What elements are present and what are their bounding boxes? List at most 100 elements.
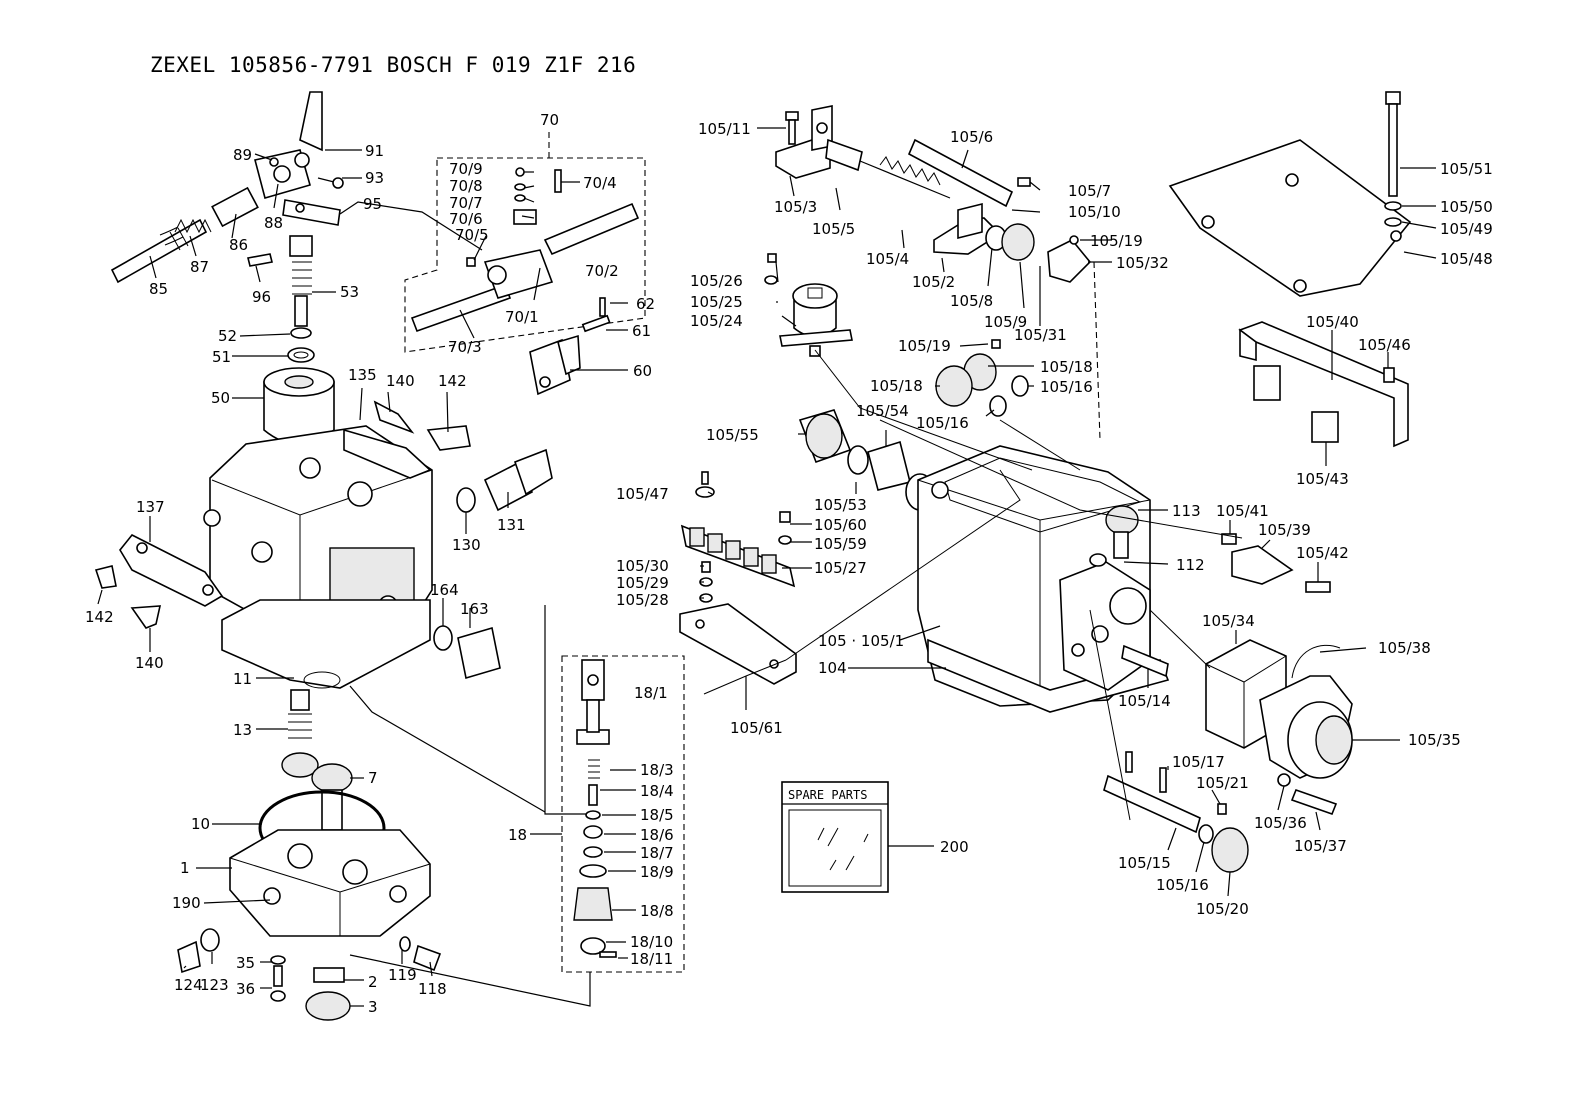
label-70-7: 70/7: [449, 194, 483, 212]
link-60-group: [529, 297, 611, 396]
label-105-5: 105/5: [812, 220, 855, 238]
label-105-39: 105/39: [1258, 521, 1311, 539]
label-105-54: 105/54: [856, 402, 909, 420]
label-88: 88: [264, 214, 283, 232]
label-105-48: 105/48: [1440, 250, 1493, 268]
label-105-16-bottom: 105/16: [1156, 876, 1209, 894]
label-105-31: 105/31: [1014, 326, 1067, 344]
label-118: 118: [418, 980, 447, 998]
label-135: 135: [348, 366, 377, 384]
label-105-11: 105/11: [698, 120, 751, 138]
label-105-42: 105/42: [1296, 544, 1349, 562]
label-119: 119: [388, 966, 417, 984]
label-1: 1: [180, 859, 190, 877]
label-105-15: 105/15: [1118, 854, 1171, 872]
label-105-16-right: 105/16: [1040, 378, 1093, 396]
label-105-27: 105/27: [814, 559, 867, 577]
governor-lever-group: [110, 91, 344, 445]
label-105-49: 105/49: [1440, 220, 1493, 238]
label-2: 2: [368, 973, 378, 991]
label-35: 35: [236, 954, 255, 972]
label-105-26: 105/26: [690, 272, 743, 290]
label-18-10: 18/10: [630, 933, 673, 951]
label-105-43: 105/43: [1296, 470, 1349, 488]
label-105-32: 105/32: [1116, 254, 1169, 272]
label-70-5: 70/5: [455, 226, 489, 244]
bushing-105-55: [798, 409, 935, 511]
label-105-3: 105/3: [774, 198, 817, 216]
label-105-16-mid: 105/16: [916, 414, 969, 432]
label-105-40: 105/40: [1306, 313, 1359, 331]
cover-plate-137: [94, 533, 224, 629]
label-18-3: 18/3: [640, 761, 674, 779]
label-123: 123: [200, 976, 229, 994]
label-105-28: 105/28: [616, 591, 669, 609]
label-105-61: 105/61: [730, 719, 783, 737]
label-105-60: 105/60: [814, 516, 867, 534]
label-61: 61: [632, 322, 651, 340]
label-70-3: 70/3: [448, 338, 482, 356]
label-89: 89: [233, 146, 252, 164]
actuator-motor-105-35: [1205, 639, 1353, 816]
label-142-left: 142: [85, 608, 114, 626]
label-18-7: 18/7: [640, 844, 674, 862]
label-142-top: 142: [438, 372, 467, 390]
label-95: 95: [363, 195, 382, 213]
label-104: 104: [818, 659, 847, 677]
label-91: 91: [365, 142, 384, 160]
label-105-50: 105/50: [1440, 198, 1493, 216]
label-124: 124: [174, 976, 203, 994]
diagram-title: ZEXEL 105856-7791 BOSCH F 019 Z1F 216: [150, 53, 636, 77]
label-105-105-1: 105 · 105/1: [818, 632, 904, 650]
leader-lines-right: [700, 127, 1437, 897]
leader-lines-left: [97, 149, 636, 1007]
label-105-18-right: 105/18: [1040, 358, 1093, 376]
label-10: 10: [191, 815, 210, 833]
label-105-41: 105/41: [1216, 502, 1269, 520]
label-105-59: 105/59: [814, 535, 867, 553]
label-18: 18: [508, 826, 527, 844]
label-105-55: 105/55: [706, 426, 759, 444]
label-105-9: 105/9: [984, 313, 1027, 331]
label-131: 131: [497, 516, 526, 534]
label-18-8: 18/8: [640, 902, 674, 920]
label-113: 113: [1172, 502, 1201, 520]
label-70-9: 70/9: [449, 160, 483, 178]
assembly-18-box: [349, 605, 685, 1007]
label-105-6: 105/6: [950, 128, 993, 146]
label-87: 87: [190, 258, 209, 276]
label-93: 93: [365, 169, 384, 187]
spare-parts-box: SPARE PARTS: [781, 781, 934, 893]
label-53: 53: [340, 283, 359, 301]
label-86: 86: [229, 236, 248, 254]
label-18-11: 18/11: [630, 950, 673, 968]
label-18-5: 18/5: [640, 806, 674, 824]
label-140-top: 140: [386, 372, 415, 390]
label-11: 11: [233, 670, 252, 688]
cover-plate-105-48: [1168, 91, 1412, 297]
label-105-18-left: 105/18: [870, 377, 923, 395]
assembly-70-box: [404, 132, 646, 353]
label-200: 200: [940, 838, 969, 856]
base-plate-1: [229, 790, 431, 937]
label-105-46: 105/46: [1358, 336, 1411, 354]
label-140-left: 140: [135, 654, 164, 672]
label-70-6: 70/6: [449, 210, 483, 228]
spare-parts-box-title: SPARE PARTS: [788, 788, 867, 802]
label-105-34: 105/34: [1202, 612, 1255, 630]
label-105-10: 105/10: [1068, 203, 1121, 221]
governor-housing-left: [203, 425, 433, 689]
plug-131-group: [456, 448, 553, 513]
label-137: 137: [136, 498, 165, 516]
label-105-24: 105/24: [690, 312, 743, 330]
label-105-51: 105/51: [1440, 160, 1493, 178]
label-105-17: 105/17: [1172, 753, 1225, 771]
label-105-4: 105/4: [866, 250, 909, 268]
label-70: 70: [540, 111, 559, 129]
label-52: 52: [218, 327, 237, 345]
base-fasteners: [177, 928, 442, 1021]
label-7: 7: [368, 769, 378, 787]
label-62: 62: [636, 295, 655, 313]
